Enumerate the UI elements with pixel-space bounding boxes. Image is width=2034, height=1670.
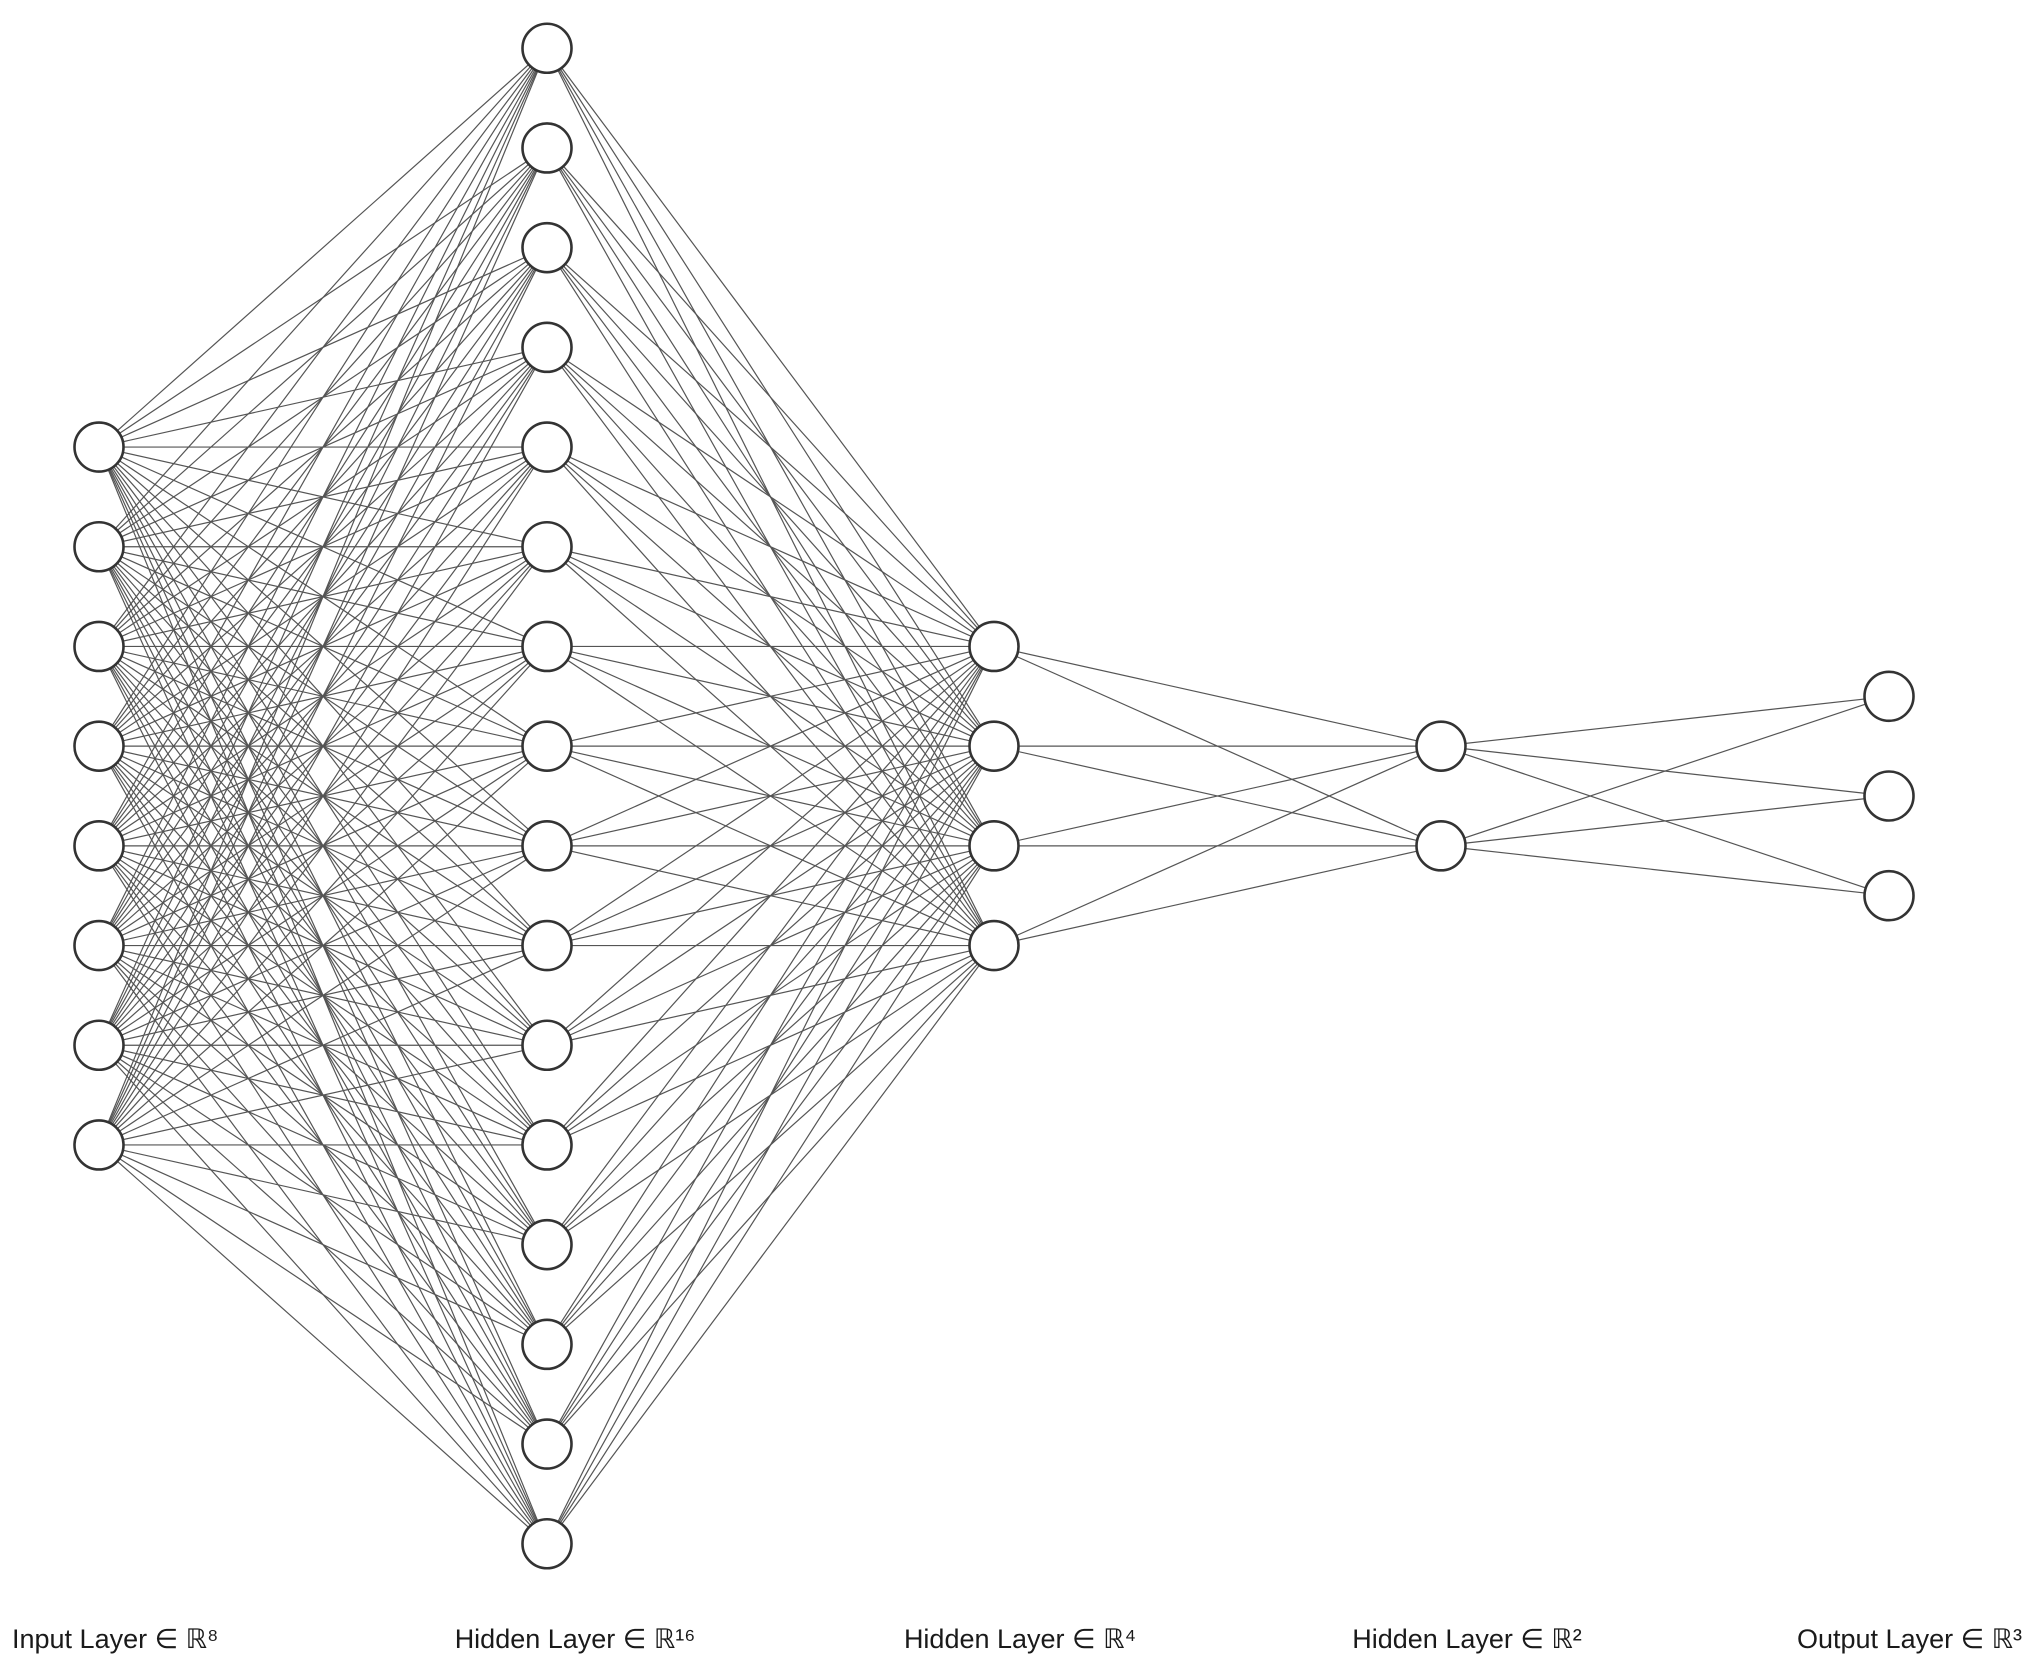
edge-l0-n7-to-n6	[98, 646, 548, 1146]
neuron-layer1-6	[521, 620, 573, 673]
neuron-layer1-15	[521, 1517, 573, 1570]
edge-l2-n3-to-n0	[993, 745, 1442, 947]
edge-l1-n14-to-n0	[546, 646, 995, 1445]
neuron-layer3-0	[1415, 720, 1467, 772]
layer-labels: Input Layer ∈ ℝ⁸ Hidden Layer ∈ ℝ¹⁶ Hidd…	[12, 1624, 2022, 1654]
layer-label-output: Output Layer ∈ ℝ³	[1797, 1624, 2022, 1654]
neuron-layer1-12	[521, 1218, 573, 1271]
layer-label-hidden-1: Hidden Layer ∈ ℝ¹⁶	[455, 1624, 696, 1654]
edge-l1-n0-to-n0	[546, 47, 995, 647]
edge-l1-n11-to-n0	[546, 646, 995, 1146]
edge-l1-n5-to-n0	[546, 546, 995, 648]
neuron-layer1-11	[521, 1119, 573, 1171]
neuron-layer1-2	[521, 221, 573, 274]
edge-l0-n7-to-n3	[98, 347, 548, 1146]
neurons	[73, 22, 1915, 1570]
edge-l1-n3-to-n0	[546, 346, 995, 647]
neuron-layer0-5	[73, 919, 125, 972]
neuron-layer4-1	[1863, 770, 1915, 822]
edge-l1-n13-to-n0	[546, 646, 995, 1345]
edge-l1-n8-to-n0	[546, 645, 995, 847]
neuron-layer2-0	[968, 620, 1020, 673]
edge-l0-n7-to-n10	[98, 1044, 548, 1146]
edge-l2-n2-to-n0	[993, 745, 1442, 847]
edge-l0-n7-to-n1	[98, 147, 548, 1146]
neuron-layer2-3	[968, 919, 1020, 972]
edge-l1-n15-to-n2	[546, 845, 995, 1545]
edge-l3-n1-to-n1	[1440, 795, 1890, 847]
edge-l0-n3-to-n0	[98, 47, 548, 747]
neuron-layer0-4	[73, 820, 125, 872]
neuron-layer0-7	[73, 1119, 125, 1171]
neuron-layer0-6	[73, 1019, 125, 1072]
edge-l1-n15-to-n3	[546, 945, 995, 1545]
edge-l3-n1-to-n0	[1440, 695, 1890, 847]
neuron-layer0-1	[73, 520, 125, 573]
edge-l1-n7-to-n0	[546, 645, 995, 747]
neuron-layer1-10	[521, 1019, 573, 1072]
neuron-layer2-1	[968, 720, 1020, 772]
neuron-layer4-2	[1863, 869, 1915, 922]
neuron-layer1-13	[521, 1318, 573, 1371]
neuron-layer1-14	[521, 1418, 573, 1470]
edge-l2-n0-to-n0	[993, 645, 1442, 747]
edge-l2-n3-to-n1	[993, 845, 1442, 947]
neuron-layer4-0	[1863, 670, 1915, 723]
neuron-layer1-3	[521, 321, 573, 374]
edge-l3-n0-to-n0	[1440, 695, 1890, 747]
neuron-layer1-8	[521, 820, 573, 872]
connections	[98, 47, 1890, 1545]
edge-l1-n2-to-n0	[546, 247, 995, 647]
edge-l0-n6-to-n0	[98, 48, 548, 1046]
neuron-layer1-4	[521, 421, 573, 473]
edge-l1-n15-to-n0	[546, 646, 995, 1545]
edge-l0-n7-to-n9	[98, 945, 548, 1146]
neuron-layer0-2	[73, 620, 125, 673]
edge-l0-n7-to-n0	[98, 48, 548, 1146]
edge-l1-n4-to-n0	[546, 446, 995, 647]
edge-l0-n7-to-n4	[98, 446, 548, 1146]
layer-label-hidden-2: Hidden Layer ∈ ℝ⁴	[904, 1624, 1136, 1654]
edge-l0-n7-to-n13	[98, 1144, 548, 1345]
neuron-layer1-7	[521, 720, 573, 772]
edge-l0-n7-to-n7	[98, 745, 548, 1146]
layer-label-input: Input Layer ∈ ℝ⁸	[12, 1624, 218, 1654]
edge-l0-n0-to-n0	[98, 47, 548, 448]
edge-l0-n4-to-n0	[98, 47, 548, 847]
edge-l0-n7-to-n2	[98, 247, 548, 1146]
edge-l1-n12-to-n0	[546, 646, 995, 1246]
edge-l3-n1-to-n2	[1440, 845, 1890, 897]
neuron-layer3-1	[1415, 820, 1467, 872]
edge-l0-n1-to-n0	[98, 47, 548, 548]
edge-l0-n7-to-n15	[98, 1144, 548, 1545]
edge-l0-n5-to-n0	[98, 47, 548, 946]
neuron-layer2-2	[968, 820, 1020, 872]
edge-l1-n9-to-n0	[546, 645, 995, 947]
edge-l1-n15-to-n1	[546, 745, 995, 1545]
neuron-layer0-3	[73, 720, 125, 772]
neuron-layer1-0	[521, 22, 573, 75]
neuron-layer1-5	[521, 520, 573, 573]
edge-l0-n7-to-n14	[98, 1144, 548, 1445]
neuron-layer0-0	[73, 421, 125, 473]
edge-l1-n10-to-n0	[546, 646, 995, 1046]
neuron-layer1-1	[521, 122, 573, 174]
edge-l0-n7-to-n8	[98, 845, 548, 1146]
edge-l0-n2-to-n0	[98, 47, 548, 647]
edge-l1-n1-to-n0	[546, 147, 995, 647]
neuron-layer1-9	[521, 919, 573, 972]
edge-l0-n7-to-n12	[98, 1144, 548, 1246]
edge-l0-n7-to-n5	[98, 546, 548, 1146]
layer-label-hidden-3: Hidden Layer ∈ ℝ²	[1352, 1624, 1582, 1654]
